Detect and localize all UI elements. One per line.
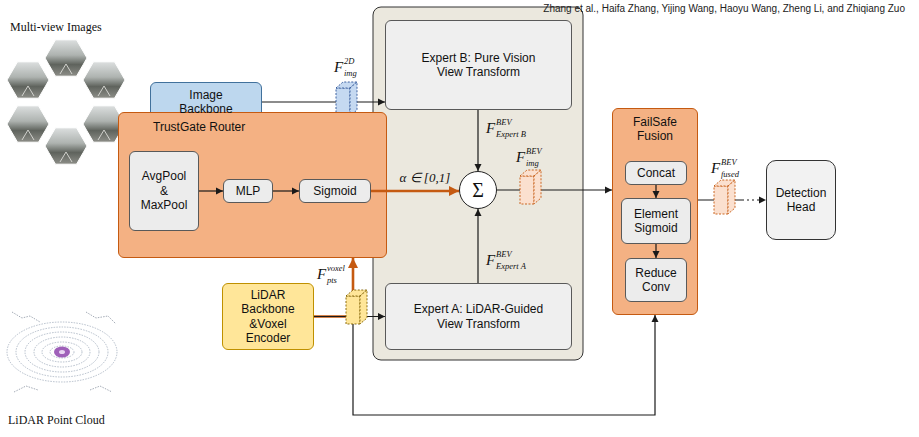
arrow-head xyxy=(652,315,659,322)
feature-superscript: BEV xyxy=(721,158,737,167)
box-label: Sigmoid xyxy=(313,184,356,198)
feature-label: FBEV fused xyxy=(711,158,739,180)
process-box: Sigmoid xyxy=(299,179,371,203)
connector xyxy=(371,186,459,196)
feature-superscript: 2D xyxy=(344,57,354,66)
lidar-point-cloud xyxy=(7,312,117,392)
connector xyxy=(653,185,660,198)
feature-subscript: fused xyxy=(721,170,739,179)
expert-box: Expert A: LiDAR-Guided View Transform xyxy=(385,283,572,350)
feature-label: FBEV Expert A xyxy=(486,250,526,272)
feature-cube xyxy=(714,180,735,214)
feature-symbol: F xyxy=(334,60,343,75)
process-box: Reduce Conv xyxy=(625,258,687,302)
box-label: Concat xyxy=(637,166,675,180)
feature-superscript: BEV xyxy=(496,118,512,127)
box-label: Expert A: LiDAR-Guided View Transform xyxy=(404,302,554,331)
arrow-head xyxy=(475,164,482,171)
box-label: Element Sigmoid xyxy=(627,207,685,236)
connector xyxy=(497,187,612,194)
feature-symbol: F xyxy=(711,161,720,176)
feature-symbol: F xyxy=(486,253,495,268)
process-box: MLP xyxy=(223,179,273,203)
feature-symbol: F xyxy=(486,121,495,136)
arrow-head xyxy=(292,188,299,195)
box-label: Expert B: Pure Vision View Transform xyxy=(416,51,541,80)
process-box: Element Sigmoid xyxy=(621,198,691,244)
input-caption: LiDAR Point Cloud xyxy=(8,413,105,428)
arrow-head xyxy=(378,313,385,320)
box-label: Reduce Conv xyxy=(631,266,681,295)
arrow-head xyxy=(348,258,358,268)
feature-subscript: img xyxy=(344,69,357,78)
lidar-sensor-core xyxy=(59,350,65,354)
arrow-head xyxy=(216,188,223,195)
feature-superscript: voxel xyxy=(327,264,345,273)
arrow-head xyxy=(653,251,660,258)
feature-subscript: img xyxy=(526,159,539,168)
connector-line xyxy=(371,190,459,193)
feature-subscript: pts xyxy=(327,276,337,285)
box-label: Image Backbone xyxy=(175,88,237,117)
process-box: AvgPool & MaxPool xyxy=(129,151,199,231)
feature-cube xyxy=(336,82,357,116)
box-label: Detection Head xyxy=(772,186,830,215)
box-label: AvgPool & MaxPool xyxy=(138,169,190,212)
expert-panel xyxy=(373,7,583,360)
feature-subscript: Expert B xyxy=(496,130,526,139)
feature-cube xyxy=(520,170,541,204)
feature-label: FBEV img xyxy=(516,147,542,169)
box-label: Σ xyxy=(472,178,484,202)
router-panel: TrustGate RouterAvgPool & MaxPool MLP Sigm… xyxy=(118,112,387,258)
arrow-head xyxy=(759,197,766,204)
feature-symbol: F xyxy=(516,150,525,165)
lidar-sensor xyxy=(54,347,70,358)
box-label: MLP xyxy=(236,184,261,198)
panel-title: FailSafe Fusion xyxy=(625,115,685,144)
expert-box: Expert B: Pure Vision View Transform xyxy=(385,20,572,110)
feature-symbol: F xyxy=(317,267,326,282)
connector-line xyxy=(477,110,478,171)
feature-label: F2D img xyxy=(334,57,357,79)
street-details xyxy=(22,64,110,162)
connector-line xyxy=(497,189,612,190)
arrow-head xyxy=(605,187,612,194)
backbone-box: LiDAR Backbone &Voxel Encoder xyxy=(222,283,314,350)
feature-label: Fvoxel pts xyxy=(317,264,345,286)
head-box: Detection Head xyxy=(766,160,836,240)
connector-line xyxy=(477,209,478,283)
feature-superscript: BEV xyxy=(526,147,542,156)
fusion-panel: FailSafe FusionConcatElement SigmoidRedu… xyxy=(612,108,698,315)
arrow-head xyxy=(378,99,385,106)
process-box: Concat xyxy=(625,161,687,185)
connector xyxy=(475,209,482,283)
connector xyxy=(199,188,223,195)
connector xyxy=(262,99,385,106)
multi-view-images xyxy=(7,40,125,164)
connector-line xyxy=(262,101,385,102)
arrow-head xyxy=(653,191,660,198)
arrow-head xyxy=(449,186,459,196)
input-caption: Multi-view Images xyxy=(10,20,102,35)
sum-circle: Σ xyxy=(459,171,497,209)
feature-label: FBEV Expert B xyxy=(486,118,526,140)
feature-cube xyxy=(346,290,367,324)
box-label: LiDAR Backbone &Voxel Encoder xyxy=(237,288,299,346)
connector xyxy=(653,244,660,258)
arrow-head xyxy=(475,209,482,216)
feature-subscript: Expert A xyxy=(496,262,526,271)
edge-label: α ∈ [0,1] xyxy=(400,170,451,186)
panel-title: TrustGate Router xyxy=(153,120,245,134)
running-header: Zhang et al., Haifa Zhang, Yijing Wang, … xyxy=(543,3,905,14)
connector xyxy=(475,110,482,171)
connector xyxy=(273,188,299,195)
feature-superscript: BEV xyxy=(496,250,512,259)
